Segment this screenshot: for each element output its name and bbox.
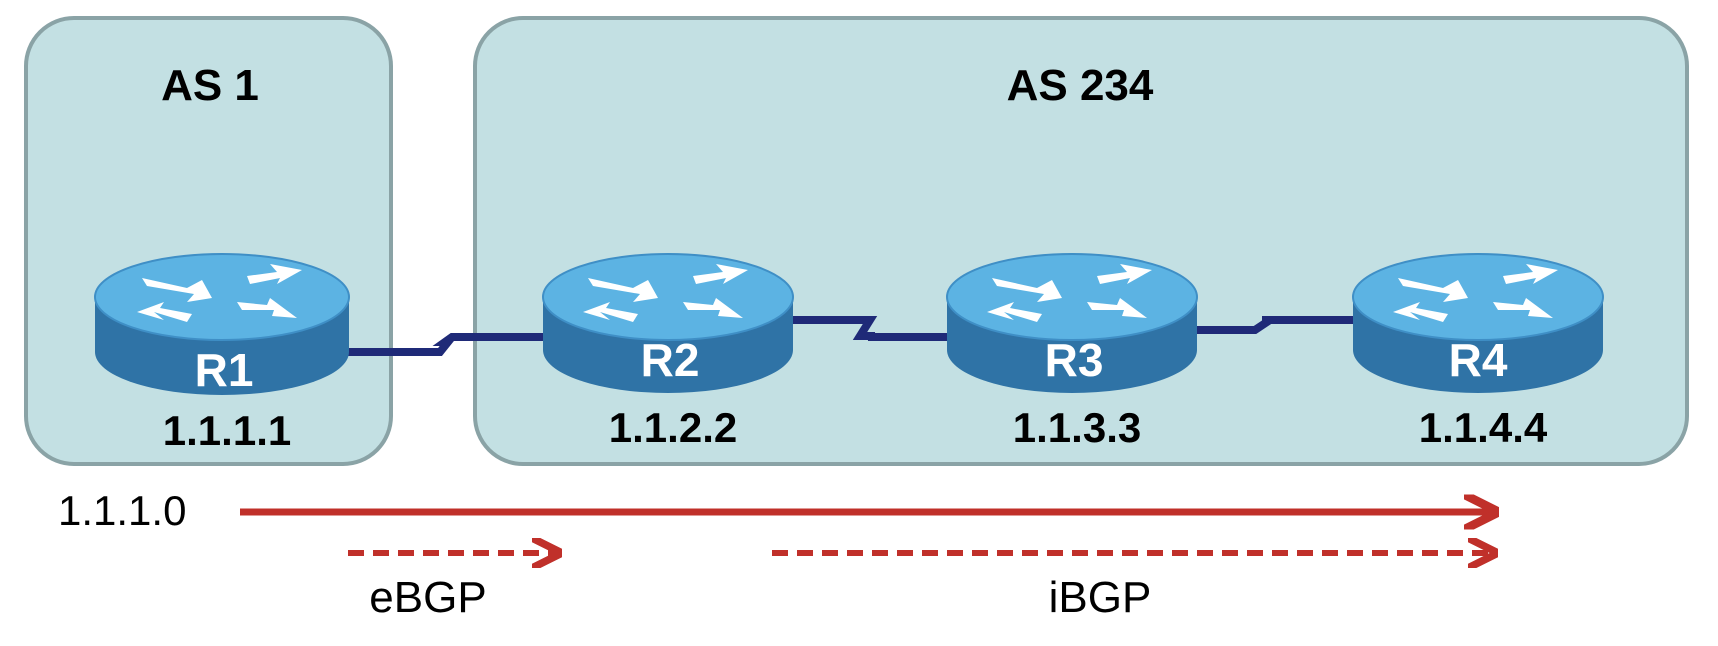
router-r3: R3 1.1.3.3: [946, 253, 1198, 451]
link-r2-r3: [790, 316, 948, 341]
as-box-as1: AS 1: [24, 16, 393, 466]
link-r1-r2: [345, 333, 545, 356]
router-r1-address: 1.1.1.1: [163, 407, 291, 454]
router-icon: [94, 253, 350, 395]
ibgp-label: iBGP: [1049, 573, 1152, 622]
serial-links: [345, 316, 1355, 356]
as1-label: AS 1: [161, 61, 259, 110]
router-icon: [542, 253, 794, 393]
link-r3-r4: [1195, 316, 1355, 334]
ibgp-session: iBGP: [772, 553, 1492, 622]
prefix-advertisement: 1.1.1.0: [58, 487, 1492, 534]
router-r4-name: R4: [1449, 334, 1508, 386]
as-box-as234: AS 234: [473, 16, 1689, 466]
router-icon: [1352, 253, 1604, 393]
router-r1: R1 1.1.1.1: [94, 253, 350, 454]
router-r4-address: 1.1.4.4: [1419, 404, 1548, 451]
router-r2-name: R2: [641, 334, 700, 386]
prefix-label: 1.1.1.0: [58, 487, 186, 534]
router-r4: R4 1.1.4.4: [1352, 253, 1604, 451]
as234-label: AS 234: [1007, 61, 1154, 110]
router-r3-address: 1.1.3.3: [1013, 404, 1141, 451]
router-r1-name: R1: [195, 344, 254, 396]
router-r2-address: 1.1.2.2: [609, 404, 737, 451]
router-icon: [946, 253, 1198, 393]
router-r3-name: R3: [1045, 334, 1104, 386]
ebgp-session: eBGP: [348, 553, 556, 622]
ebgp-label: eBGP: [369, 573, 486, 622]
router-r2: R2 1.1.2.2: [542, 253, 794, 451]
